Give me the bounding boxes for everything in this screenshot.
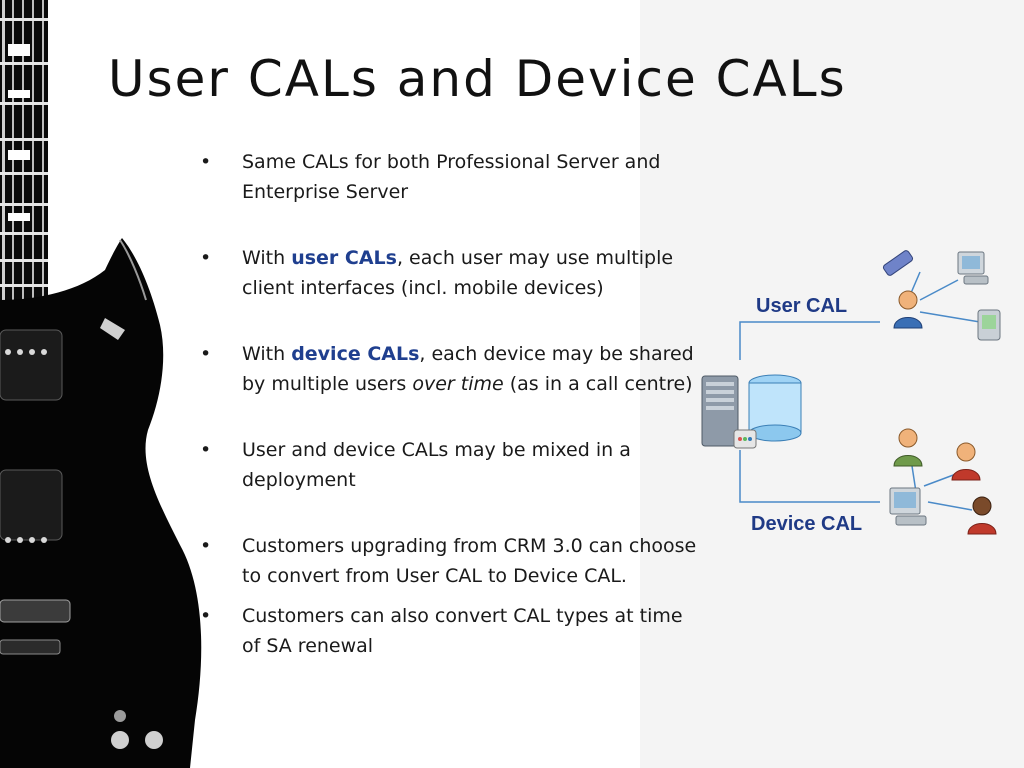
bullet-dot: • — [200, 343, 212, 365]
bullet-dot: • — [200, 247, 212, 269]
bullet-text: Same CALs for both Professional Server a… — [242, 151, 661, 203]
bullet-item: • Customers can also convert CAL types a… — [200, 601, 700, 661]
device-cal-label: Device CAL — [751, 513, 862, 535]
bullet-dot: • — [200, 535, 212, 557]
bullet-text-prefix: With — [242, 343, 292, 365]
server-database-icon — [701, 374, 802, 449]
desktop-computer-icon — [957, 251, 989, 285]
bullet-item: • Customers upgrading from CRM 3.0 can c… — [200, 531, 700, 591]
guitar-image — [0, 0, 202, 768]
bullet-dot: • — [200, 605, 212, 627]
shared-desktop-icon — [889, 487, 927, 526]
user-icon — [951, 442, 981, 481]
cal-diagram: User CAL Device CAL — [701, 250, 1001, 535]
bullet-text: User and device CALs may be mixed in a d… — [242, 439, 631, 491]
user-cals-highlight: user CALs — [291, 247, 397, 269]
over-time-emphasis: over time — [412, 373, 504, 395]
bullet-item: • With device CALs, each device may be s… — [200, 339, 700, 399]
bullet-item: • Same CALs for both Professional Server… — [200, 147, 700, 207]
slide-title: User CALs and Device CALs — [108, 50, 847, 108]
user-cal-label: User CAL — [756, 295, 847, 317]
bullet-list: • Same CALs for both Professional Server… — [200, 147, 700, 661]
bullet-item: • User and device CALs may be mixed in a… — [200, 435, 700, 495]
user-icon — [967, 496, 997, 535]
pda-icon — [882, 250, 914, 276]
bullet-text-prefix: With — [242, 247, 292, 269]
bullet-item: • With user CALs, each user may use mult… — [200, 243, 700, 303]
device-cals-highlight: device CALs — [291, 343, 420, 365]
user-icon — [893, 290, 923, 329]
bullet-text: Customers can also convert CAL types at … — [242, 605, 683, 657]
bullet-dot: • — [200, 439, 212, 461]
user-icon — [893, 428, 923, 467]
handheld-device-icon — [977, 309, 1001, 341]
bullet-text-middle: , each device may be shared by multiple … — [242, 343, 694, 395]
bullet-dot: • — [200, 151, 212, 173]
connector-lines — [739, 271, 981, 511]
bullet-text-suffix: (as in a call centre) — [503, 373, 693, 395]
bullet-text-suffix: , each user may use multiple client inte… — [242, 247, 674, 299]
bullet-text: Customers upgrading from CRM 3.0 can cho… — [242, 535, 697, 587]
